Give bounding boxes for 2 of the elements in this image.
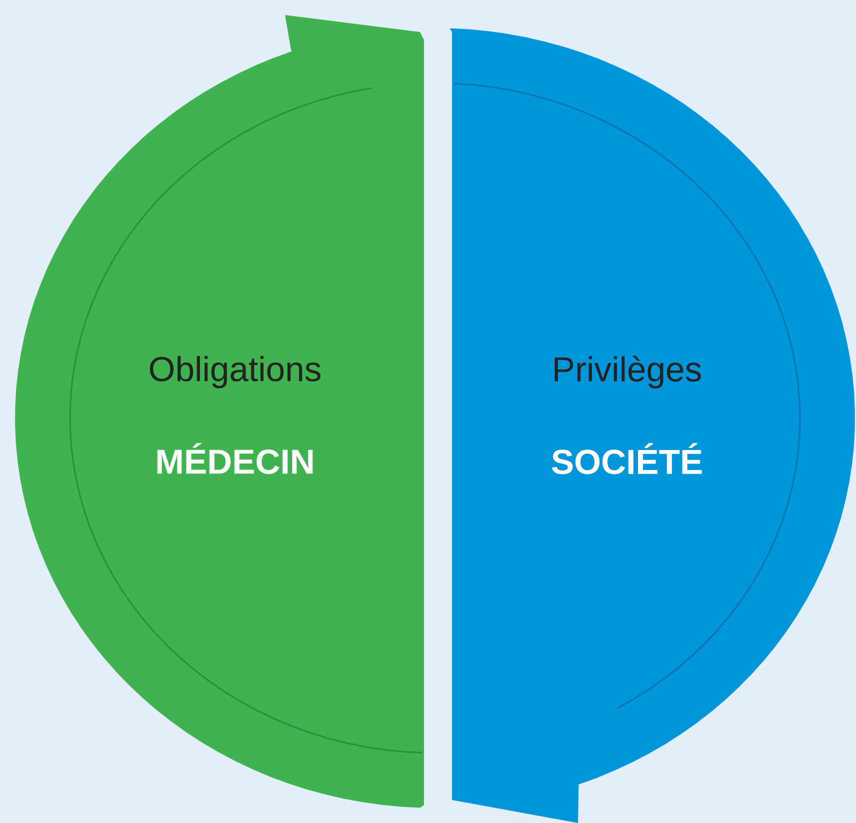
circular-arrow-half: Obligations MÉDECIN	[15, 15, 424, 808]
circular-arrow-half: Privilèges SOCIÉTÉ	[450, 28, 855, 823]
